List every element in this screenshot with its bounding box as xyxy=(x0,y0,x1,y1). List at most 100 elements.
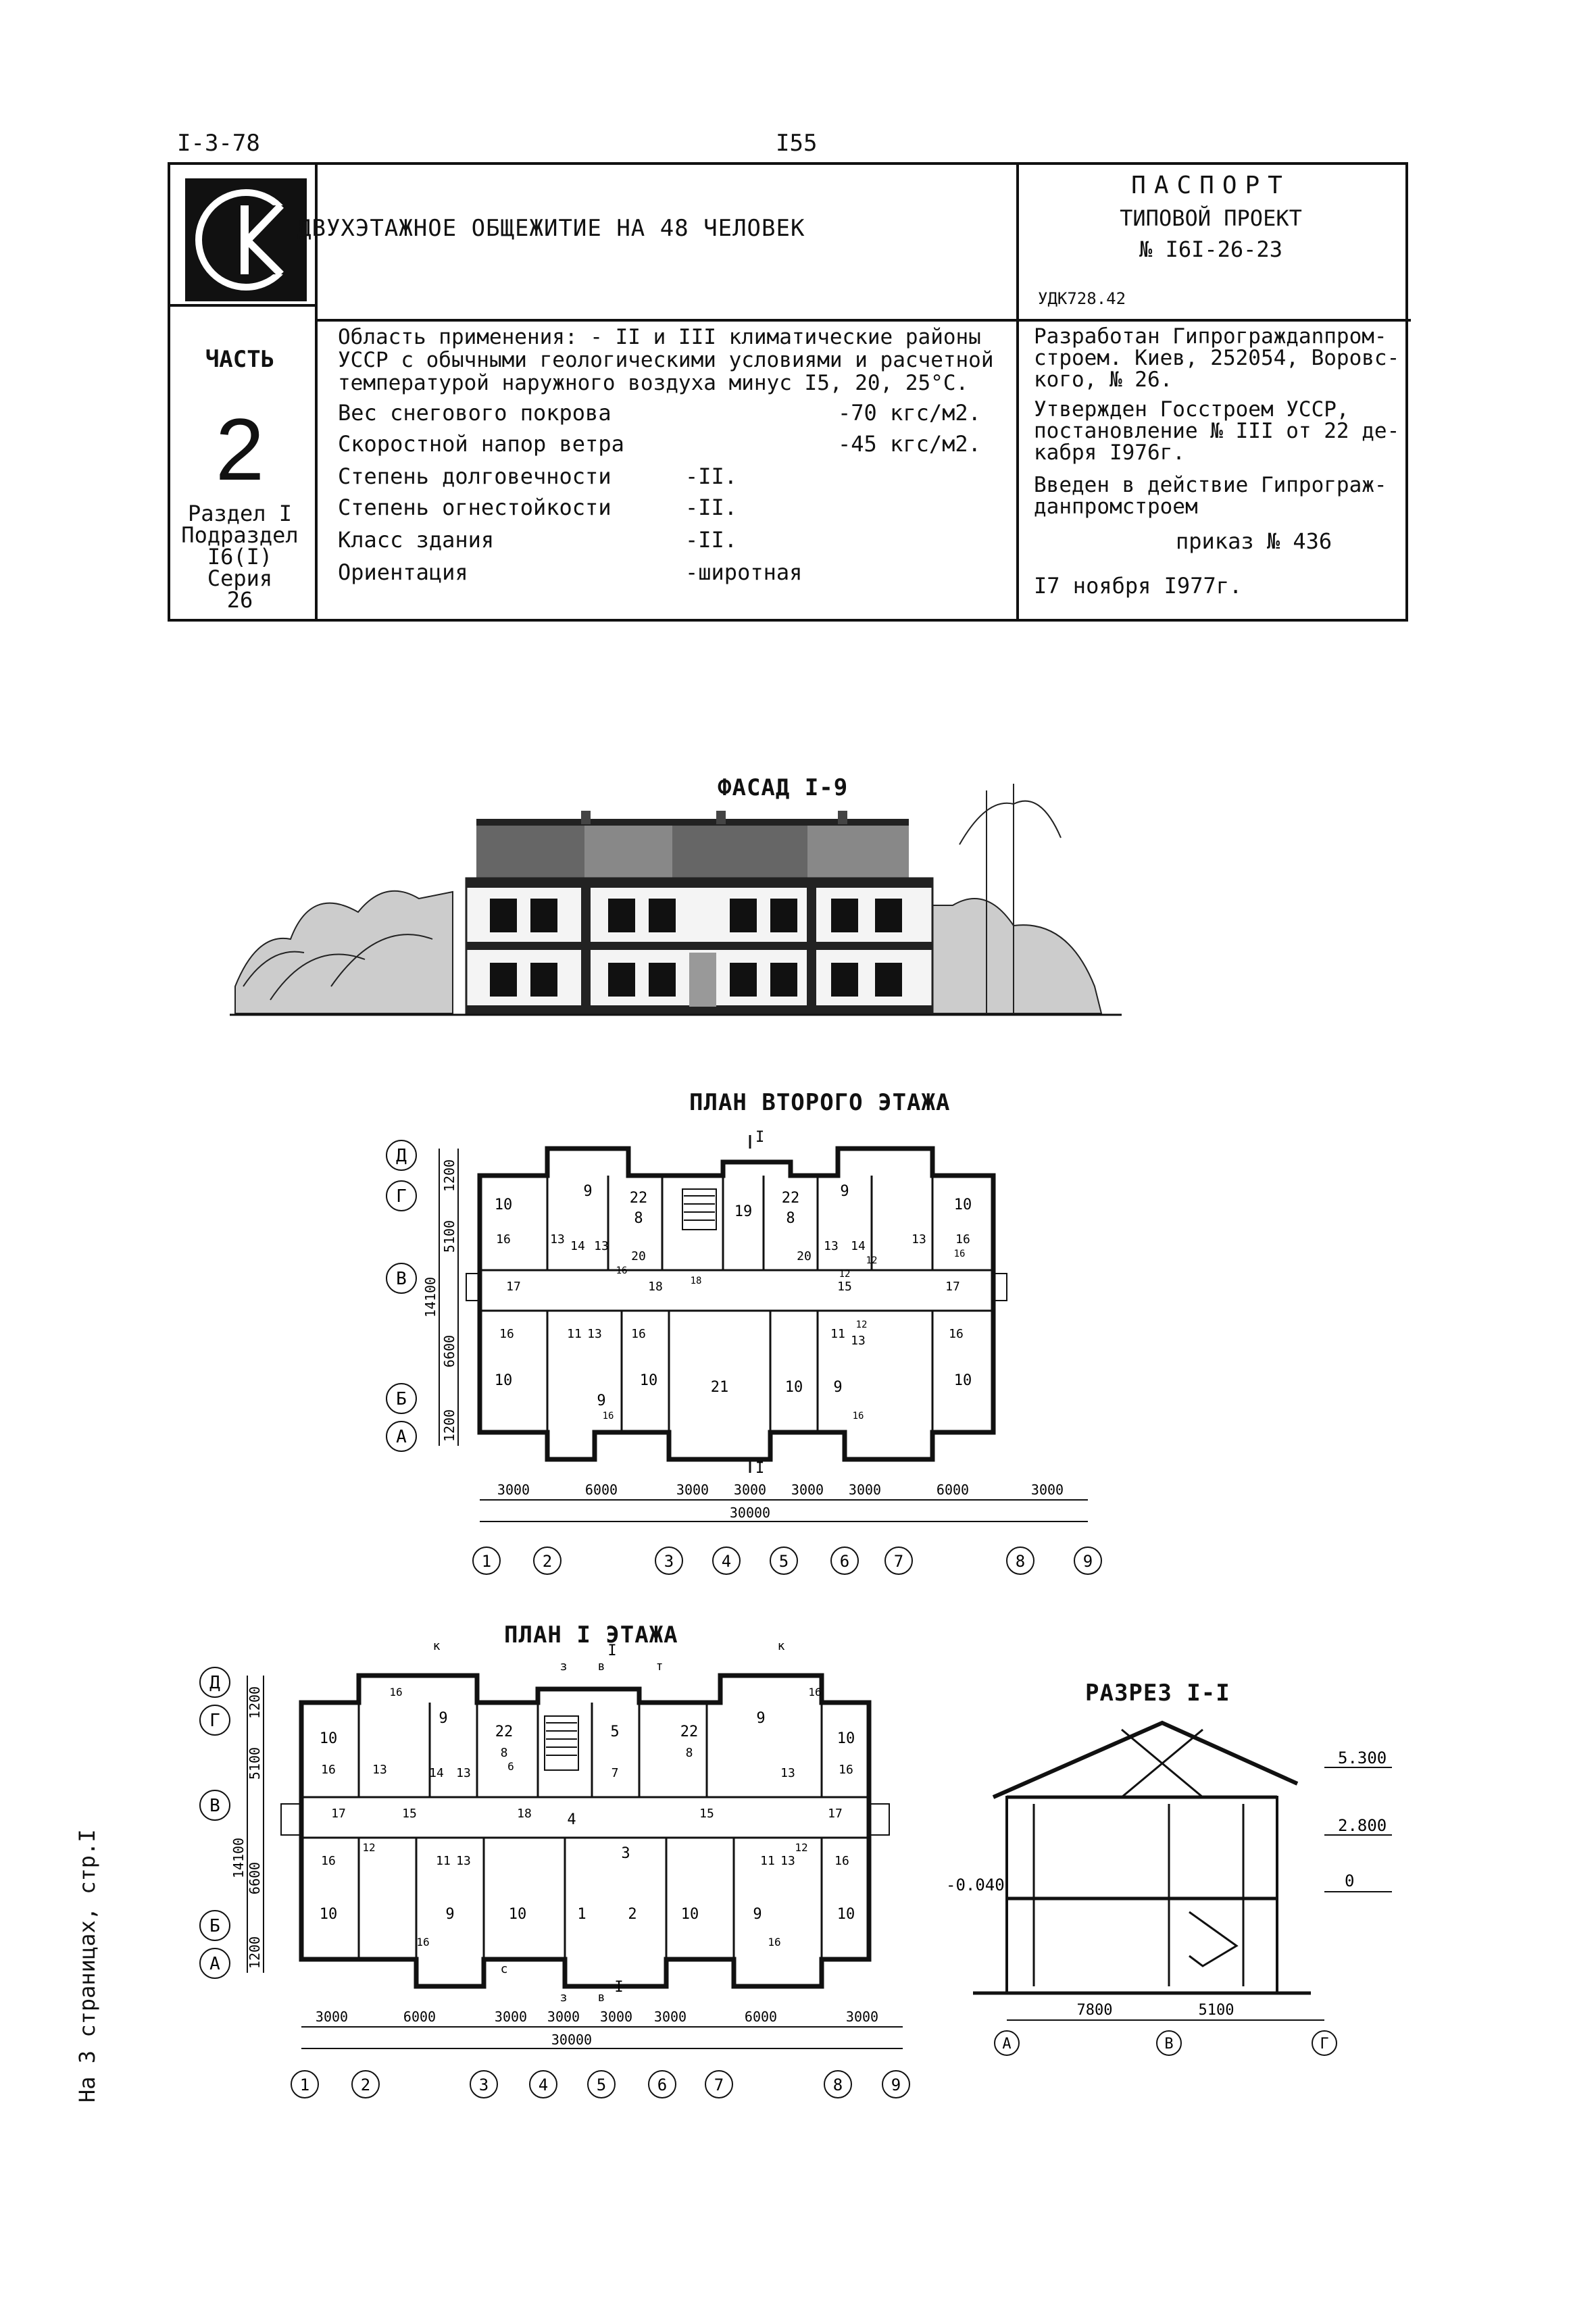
col-dim: 6000 xyxy=(745,2009,777,2025)
room-number: 10 xyxy=(954,1372,972,1389)
col-axis-label: 6 xyxy=(840,1552,849,1571)
second-floor-col-dims: 3000 6000 3000 3000 3000 3000 6000 3000 … xyxy=(480,1482,1088,1522)
approval-info: Утвержден Госстроем УССР, постановление … xyxy=(1034,397,1400,465)
room-number: 17 xyxy=(945,1280,960,1294)
room-number: 13 xyxy=(587,1327,602,1341)
col-axis-label: 2 xyxy=(543,1552,552,1571)
section-dim: 5100 xyxy=(1199,2002,1235,2019)
room-number: 13 xyxy=(780,1854,795,1868)
total-dim: 30000 xyxy=(730,1505,770,1521)
col-dim: 6000 xyxy=(585,1482,618,1498)
room-number: 15 xyxy=(837,1280,852,1294)
param-value: -II. xyxy=(685,463,738,489)
room-number: 11 xyxy=(436,1854,451,1868)
row-dim: 14100 xyxy=(422,1277,439,1317)
room-number: 17 xyxy=(506,1280,521,1294)
section-structure xyxy=(973,1720,1311,1995)
col-axis-label: 9 xyxy=(1083,1552,1093,1571)
room-number: 9 xyxy=(439,1710,447,1727)
facade-title: ФАСАД I-9 xyxy=(718,774,849,801)
room-number: 3 xyxy=(621,1845,630,1862)
page-count-note: На 3 страницах, стр.I xyxy=(74,1829,100,2103)
room-number: 18 xyxy=(517,1807,532,1821)
room-number: 12 xyxy=(856,1319,868,1330)
room-number: 13 xyxy=(550,1232,565,1247)
entrance-mark: з xyxy=(560,1990,568,2005)
first-floor-walls xyxy=(280,1673,890,1989)
entrance-mark: к xyxy=(433,1639,441,1653)
row-dim: 1200 xyxy=(441,1409,457,1442)
section-dims: 7800 5100 xyxy=(1007,2002,1324,2021)
series-code: I-3-78 xyxy=(177,130,260,157)
passport-divider xyxy=(170,304,315,307)
param-value: -70 кгс/м2. xyxy=(838,400,981,426)
room-number: 13 xyxy=(456,1854,471,1868)
row-dim: 1200 xyxy=(441,1159,457,1192)
level-mark: 5.300 xyxy=(1338,1749,1387,1767)
enactment-info: Введен в действие Гипрограж- данпромстро… xyxy=(1034,473,1387,519)
section-axes: А В Г xyxy=(994,2030,1337,2056)
room-number: 22 xyxy=(495,1724,514,1740)
room-number: 22 xyxy=(680,1724,699,1740)
param-name: Степень огнестойкости xyxy=(338,495,612,520)
row-dim: 1200 xyxy=(247,1936,263,1969)
room-number: 14 xyxy=(429,1766,444,1780)
facade-windows xyxy=(490,899,902,997)
sk-logo xyxy=(185,178,307,301)
col-axis-label: 5 xyxy=(597,2076,606,2094)
col-dim: 3000 xyxy=(676,1482,709,1498)
section-mark: I xyxy=(755,1129,764,1146)
row-dim: 14100 xyxy=(230,1838,247,1878)
room-number: 17 xyxy=(331,1807,346,1821)
col-axis-label: 3 xyxy=(479,2076,489,2094)
room-number: 16 xyxy=(631,1327,646,1341)
col-dim: 3000 xyxy=(495,2009,527,2025)
room-number: 9 xyxy=(445,1906,454,1923)
section-dim: 7800 xyxy=(1077,2002,1113,2019)
section-drawing: 5.300 2.800 0 -0.040 7800 5100 А В Г xyxy=(946,1720,1392,2056)
room-number: 20 xyxy=(797,1249,812,1263)
second-floor-row-axes: Д Г В Б А xyxy=(386,1140,417,1452)
param-name: Ориентация xyxy=(338,559,468,585)
room-number: 11 xyxy=(830,1327,845,1341)
room-number: 10 xyxy=(495,1372,513,1389)
developer-info: Разработан Гипрограждanпром- строем. Кие… xyxy=(1034,324,1400,392)
col-axis-label: 4 xyxy=(539,2076,548,2094)
order-number: приказ № 436 xyxy=(1176,528,1332,554)
first-floor-col-dims: 3000 6000 3000 3000 3000 3000 6000 3000 … xyxy=(301,2009,903,2049)
room-number: 12 xyxy=(866,1255,878,1266)
level-mark: 2.800 xyxy=(1338,1816,1387,1835)
room-number: 16 xyxy=(954,1249,966,1259)
row-axis-label: А xyxy=(209,1954,220,1974)
col-dim: 3000 xyxy=(600,2009,632,2025)
room-number: 12 xyxy=(362,1841,375,1854)
col-axis-label: 7 xyxy=(894,1552,903,1571)
param-name: Вес снегового покрова xyxy=(338,400,612,426)
room-number: 6 xyxy=(507,1760,514,1773)
row-axis-label: А xyxy=(396,1427,407,1447)
room-number: 16 xyxy=(389,1686,402,1699)
room-number: 16 xyxy=(321,1854,336,1868)
page-number: I55 xyxy=(776,130,818,157)
room-number: 10 xyxy=(681,1906,699,1923)
room-number: 13 xyxy=(912,1232,926,1247)
section-info: Раздел I Подраздел I6(I) Серия 26 xyxy=(181,501,299,613)
passport-divider xyxy=(315,165,318,619)
room-number: 16 xyxy=(768,1936,780,1948)
row-axis-label: Д xyxy=(396,1146,407,1166)
entrance-mark: з xyxy=(560,1659,568,1674)
second-floor-row-dims: 1200 5100 14100 6600 1200 xyxy=(422,1149,459,1446)
room-number: 11 xyxy=(567,1327,582,1341)
room-number: 12 xyxy=(795,1841,807,1854)
first-floor-col-axes: 1 2 3 4 5 6 7 8 9 xyxy=(291,2070,910,2098)
col-dim: 3000 xyxy=(497,1482,530,1498)
entrance-mark: в xyxy=(598,1659,605,1674)
col-dim: 3000 xyxy=(547,2009,580,2025)
row-axis-label: Д xyxy=(209,1673,220,1693)
room-number: 9 xyxy=(597,1392,605,1409)
section-axis-label: В xyxy=(1164,2036,1173,2053)
col-axis-label: 1 xyxy=(482,1552,491,1571)
room-number: 9 xyxy=(583,1183,592,1200)
room-number: 14 xyxy=(851,1239,866,1253)
row-axis-label: Г xyxy=(396,1186,407,1207)
